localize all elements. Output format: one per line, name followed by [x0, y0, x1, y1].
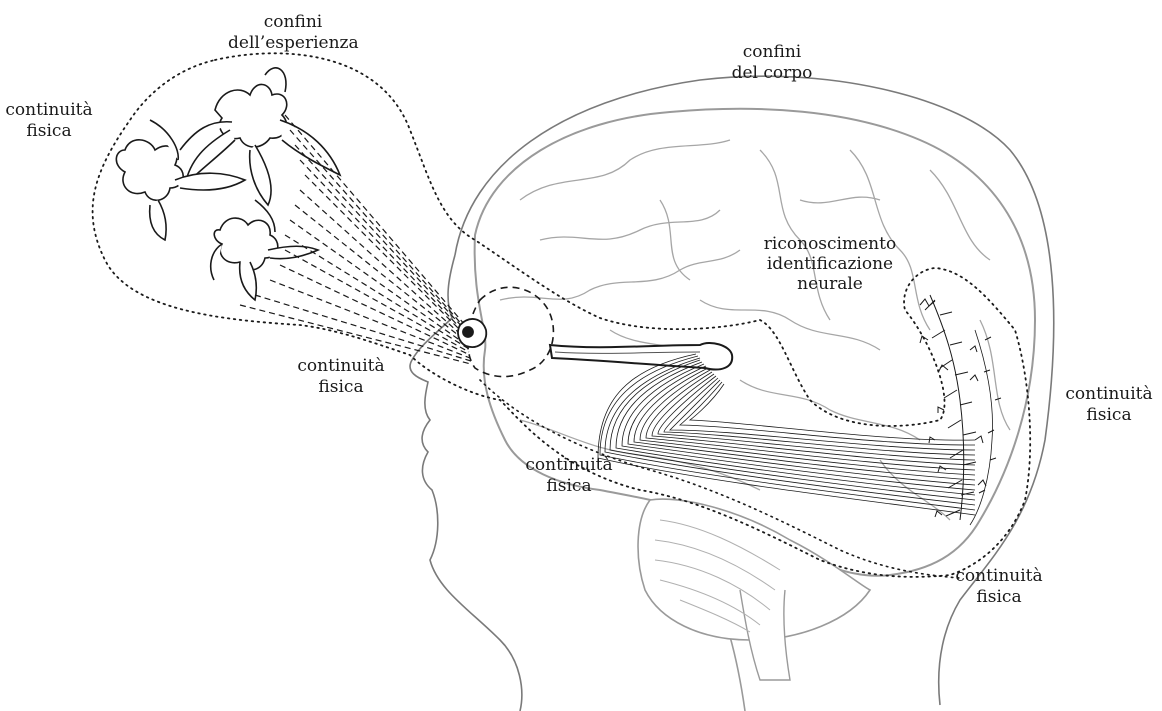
- continuity-label-eye: continuità fisica: [294, 356, 388, 398]
- continuity-label-top-left: continuità fisica: [2, 100, 96, 142]
- brain: [475, 109, 1035, 680]
- continuity-label-bottom-right: continuità fisica: [952, 566, 1046, 608]
- orchid-flowers-icon: [116, 68, 340, 300]
- continuity-label-temporal: continuità fisica: [522, 455, 616, 497]
- recognition-label: riconoscimento identificazione neurale: [752, 234, 908, 294]
- eye-icon: [458, 319, 486, 347]
- body-boundary-label: confini del corpo: [722, 42, 822, 84]
- continuity-label-right: continuità fisica: [1062, 384, 1156, 426]
- experience-boundary-label: confini dell’esperienza: [228, 12, 358, 54]
